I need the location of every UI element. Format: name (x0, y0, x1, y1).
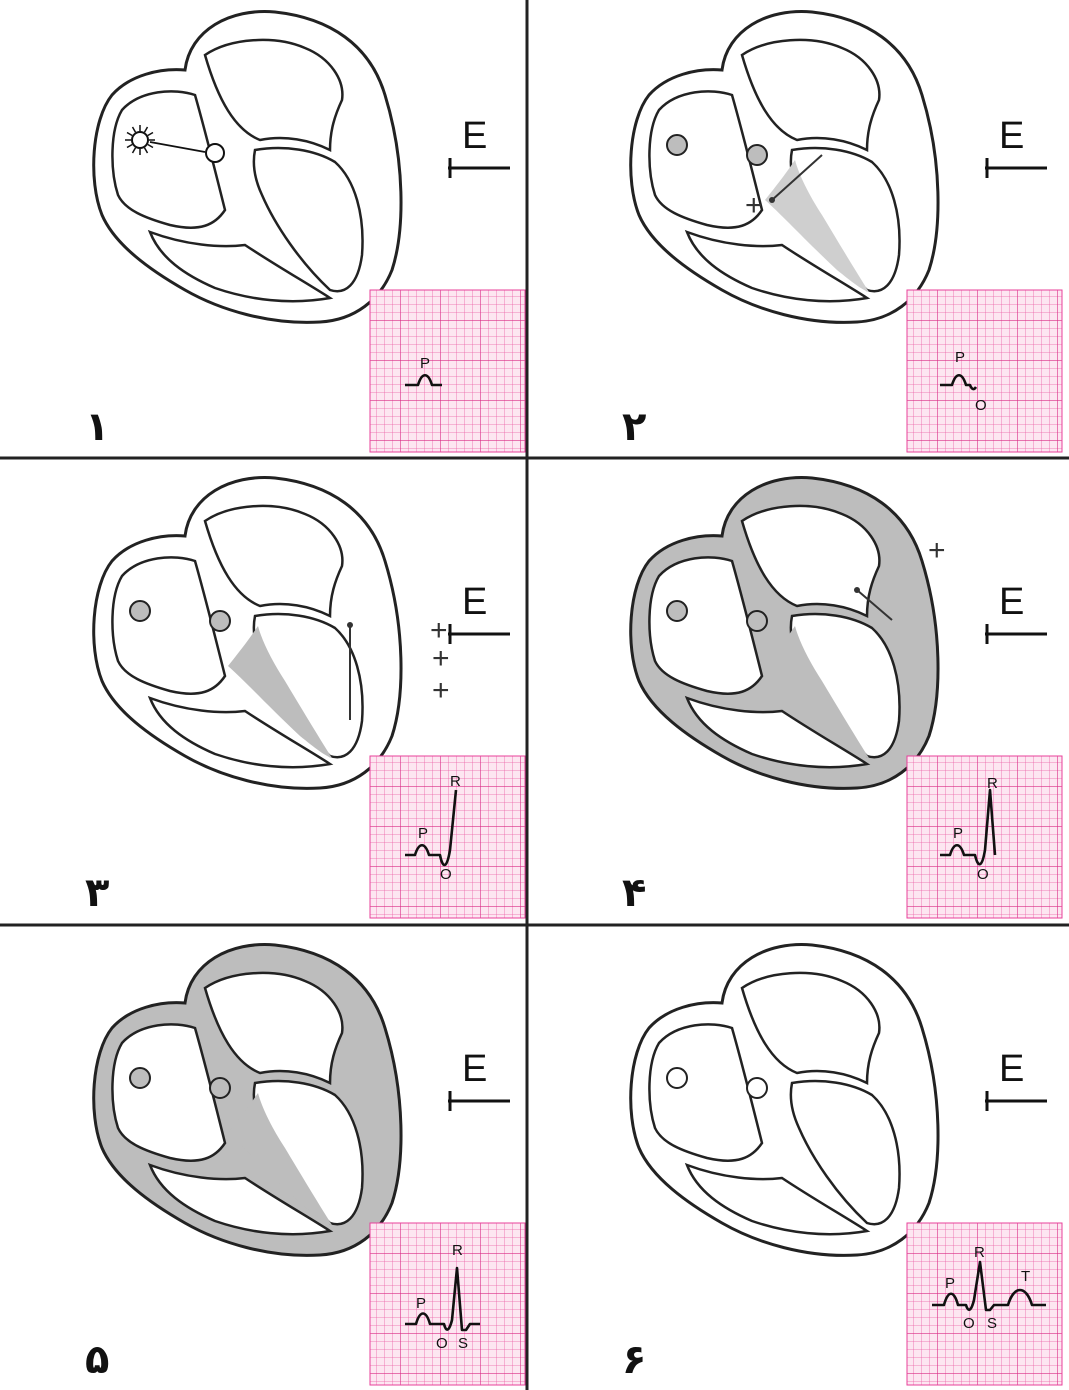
wave-label-p: P (418, 825, 428, 842)
vector-head (769, 197, 775, 203)
wave-label-p: P (955, 349, 965, 366)
sign-plus: + (432, 674, 450, 707)
vector-head (347, 622, 353, 628)
sa-node (130, 601, 150, 621)
wave-label-o: O (440, 866, 452, 883)
vector-head (854, 587, 860, 593)
av-node (210, 1078, 230, 1098)
panel-1: E ۱ P (85, 12, 525, 452)
sign-plus: + (432, 642, 450, 675)
sa-node-firing (132, 132, 148, 148)
panel-number: ۵ (85, 1337, 109, 1383)
av-node (210, 611, 230, 631)
wave-label-p: P (945, 1275, 955, 1292)
wave-label-r: R (450, 773, 461, 790)
panel-number: ۳ (85, 870, 109, 916)
ecg-grid-major (907, 756, 1062, 918)
av-node-target (206, 144, 224, 162)
wave-label-p: P (416, 1295, 426, 1312)
panel-6: E ۶ P O R S T (622, 945, 1062, 1385)
electrode-label: E (999, 115, 1024, 157)
wave-label-r: R (987, 775, 998, 792)
wave-label-s: S (987, 1315, 997, 1332)
panel-4: + E ۴ P O R (622, 478, 1062, 918)
electrode-label: E (999, 1048, 1024, 1090)
sa-node (667, 135, 687, 155)
electrode-label: E (999, 581, 1024, 623)
wave-label-p: P (420, 355, 430, 372)
electrode-label: E (462, 115, 487, 157)
wave-label-o: O (436, 1335, 448, 1352)
ecg-grid-major (907, 290, 1062, 452)
wave-label-p: P (953, 825, 963, 842)
wave-label-o: O (977, 866, 989, 883)
wave-label-o: O (975, 397, 987, 414)
av-node (747, 611, 767, 631)
ecg-grid-major (370, 290, 525, 452)
panel-2: + E ۲ P O (622, 12, 1062, 452)
panel-number: ۲ (622, 404, 646, 450)
electrode-label: E (462, 581, 487, 623)
panel-number: ۱ (85, 404, 109, 450)
electrode-label: E (462, 1048, 487, 1090)
sa-node (667, 601, 687, 621)
av-node (747, 145, 767, 165)
wave-label-t: T (1021, 1268, 1030, 1285)
wave-label-r: R (974, 1244, 985, 1261)
panel-number: ۶ (622, 1337, 646, 1383)
sa-node (667, 1068, 687, 1088)
wave-label-o: O (963, 1315, 975, 1332)
wave-label-r: R (452, 1242, 463, 1259)
sign-plus: + (745, 189, 763, 222)
panel-5: E ۵ P O R S (85, 945, 525, 1385)
ecg-grid-major (370, 1223, 525, 1385)
sa-node (130, 1068, 150, 1088)
wave-label-s: S (458, 1335, 468, 1352)
sign-plus: + (928, 534, 946, 567)
panel-number: ۴ (622, 870, 646, 916)
ecg-grid-major (370, 756, 525, 918)
av-node (747, 1078, 767, 1098)
